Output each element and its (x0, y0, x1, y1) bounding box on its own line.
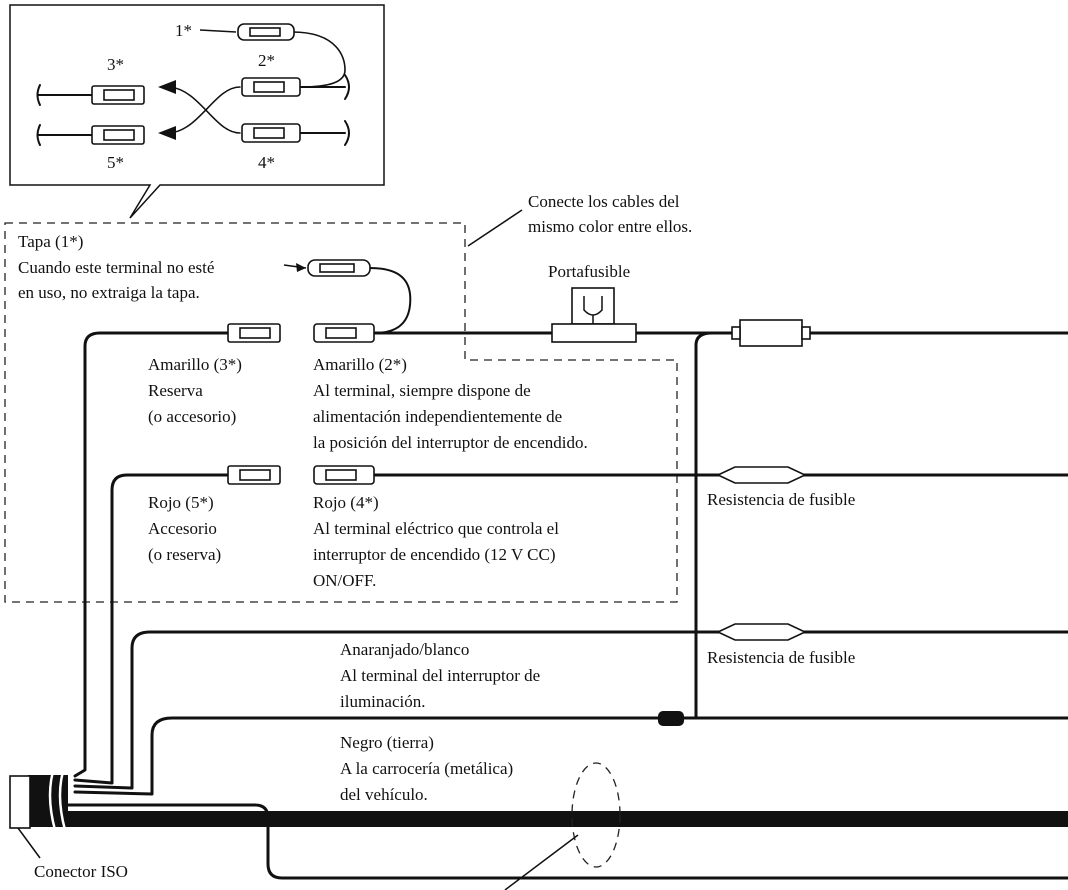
yellow2-line-4: la posición del interruptor de encendido… (313, 433, 588, 452)
wire-cap-loop (369, 267, 412, 334)
label-1: 1* (175, 21, 192, 40)
inset-connector-4 (241, 123, 301, 143)
connector-yellow-3 (227, 323, 281, 343)
inline-connector (731, 319, 811, 347)
bundle-break-2 (58, 764, 67, 831)
arrow-left-icon (158, 126, 176, 140)
iso-connector (9, 775, 31, 829)
label-4: 4* (258, 153, 275, 172)
connector-cap-1 (307, 259, 371, 277)
wire-yellow-3 (73, 331, 230, 778)
inset-callout: 1* 2* 3* 4* 5* (9, 4, 385, 219)
orange-line-2: Al terminal del interruptor de (340, 666, 540, 685)
inset-wire-break-2 (344, 74, 350, 100)
red5-line-2: Accesorio (148, 519, 217, 538)
dashed-region (4, 222, 678, 603)
inset-leader-1 (199, 29, 237, 33)
black-line-3: del vehículo. (340, 785, 428, 804)
yellow3-line-3: (o accesorio) (148, 407, 236, 426)
labels: Conecte los cables del mismo color entre… (18, 192, 855, 881)
orange-line-3: iluminación. (340, 692, 425, 711)
inset-cross-a (169, 86, 241, 134)
red4-line-1: Rojo (4*) (313, 493, 379, 512)
fuse-holder-label: Portafusible (548, 262, 630, 281)
splice (658, 711, 684, 726)
wires (28, 267, 1068, 880)
leader-connect-note (467, 209, 523, 247)
connect-note-line-2: mismo color entre ellos. (528, 217, 692, 236)
bundle-leader (504, 834, 579, 890)
fuse-holder (551, 287, 637, 343)
inset-loop-1-2 (291, 31, 346, 88)
inset-connector-2 (241, 77, 301, 97)
red5-line-1: Rojo (5*) (148, 493, 214, 512)
connect-note-line-1: Conecte los cables del (528, 192, 680, 211)
wire-branch (694, 331, 714, 720)
main-bundle (30, 811, 1068, 827)
wire-red-5 (73, 473, 230, 785)
wire-black-ground (73, 716, 1068, 796)
label-5: 5* (107, 153, 124, 172)
inset-connector-5 (91, 125, 145, 145)
bundle-break (48, 764, 57, 831)
connector-red-4 (313, 465, 375, 485)
inset-frame (9, 4, 385, 219)
cap-text-line-2: en uso, no extraiga la tapa. (18, 283, 200, 302)
cap-title: Tapa (1*) (18, 232, 83, 251)
arrow-left-icon (158, 80, 176, 94)
red4-line-3: interruptor de encendido (12 V CC) (313, 545, 556, 564)
connector-yellow-2 (313, 323, 375, 343)
connector-red-5 (227, 465, 281, 485)
fuse-resistor-1-label: Resistencia de fusible (707, 490, 855, 509)
inset-connector-1 (237, 23, 295, 41)
iso-leader (17, 827, 41, 859)
inset-wire-break-4 (344, 120, 350, 146)
label-2: 2* (258, 51, 275, 70)
inset-cross-b (169, 86, 241, 134)
yellow3-line-2: Reserva (148, 381, 203, 400)
inset-connector-3 (91, 85, 145, 105)
wire-orange-white (73, 630, 1068, 790)
red5-line-3: (o reserva) (148, 545, 221, 564)
yellow2-line-3: alimentación independientemente de (313, 407, 562, 426)
components (9, 259, 811, 890)
iso-connector-label: Conector ISO (34, 862, 128, 881)
yellow2-line-2: Al terminal, siempre dispone de (313, 381, 531, 400)
yellow2-line-1: Amarillo (2*) (313, 355, 407, 374)
arrow-right-icon (296, 263, 306, 272)
yellow3-line-1: Amarillo (3*) (148, 355, 242, 374)
cap-text-line-1: Cuando este terminal no esté (18, 258, 214, 277)
orange-line-1: Anaranjado/blanco (340, 640, 469, 659)
red4-line-4: ON/OFF. (313, 571, 376, 590)
label-3: 3* (107, 55, 124, 74)
fuse-resistor-2-label: Resistencia de fusible (707, 648, 855, 667)
red4-line-2: Al terminal eléctrico que controla el (313, 519, 559, 538)
wire-lower-loop (28, 803, 1068, 880)
bundle-highlight (571, 762, 621, 868)
black-line-1: Negro (tierra) (340, 733, 434, 752)
black-line-2: A la carrocería (metálica) (340, 759, 513, 778)
fuse-resistor-2 (716, 623, 807, 641)
fuse-resistor-1 (716, 466, 807, 484)
